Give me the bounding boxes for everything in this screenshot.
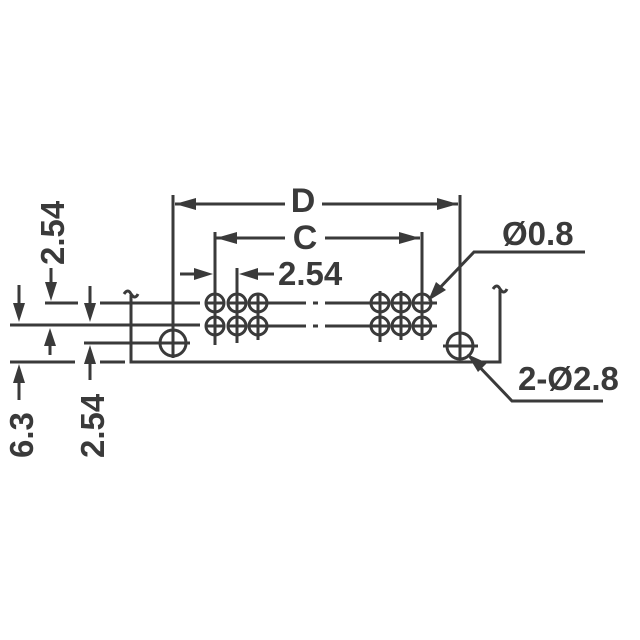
label-d: D [291,182,316,220]
mount-holes [158,195,478,361]
pin-group-right [369,232,433,342]
label-pitch-vertical-top: 2.54 [34,200,71,265]
label-pitch-vertical-bottom: 2.54 [74,393,111,458]
label-c: C [293,219,318,257]
dimension-d [175,198,458,210]
dimension-pitch-horizontal [180,268,274,280]
label-pin-hole-diameter: Ø0.8 [502,215,574,252]
break-mark-right [491,284,509,294]
label-mount-hole-diameter: 2-Ø2.8 [518,360,619,397]
label-pitch-horizontal: 2.54 [278,255,343,292]
row-center-lines [10,301,437,345]
dimension-c [213,232,420,300]
break-mark-left [122,289,140,299]
board-outline [122,284,509,364]
label-offset-vertical: 6.3 [3,412,40,458]
leader-mount-hole [467,354,603,403]
leader-pin-hole [428,250,585,301]
dimension-vertical-left [10,268,125,400]
